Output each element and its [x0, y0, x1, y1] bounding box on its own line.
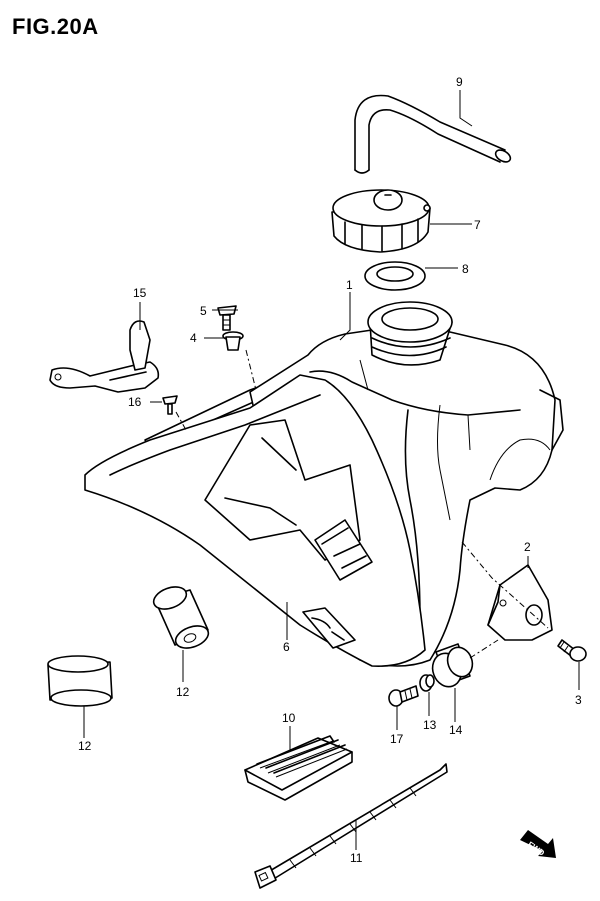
callout-12b: 12 [78, 739, 92, 753]
callout-4: 4 [190, 331, 197, 345]
callout-6: 6 [283, 640, 290, 654]
damper-rubber-a[interactable] [151, 583, 212, 652]
mounting-strap[interactable] [49, 320, 160, 393]
callout-15: 13 [423, 718, 437, 732]
cushion-strip[interactable] [244, 735, 353, 801]
callout-16: 14 [449, 723, 463, 737]
rubber-cushion[interactable] [428, 643, 476, 691]
forward-arrow-icon: FWD [520, 830, 556, 858]
callout-2: 2 [524, 540, 531, 554]
callout-5: 5 [200, 304, 207, 318]
breather-hose[interactable] [354, 94, 512, 174]
callout-3: 3 [575, 693, 582, 707]
fuel-cap[interactable] [331, 189, 431, 253]
callout-labels: 9 7 8 1 2 3 5 4 15 16 6 12 12 10 11 13 1… [78, 75, 582, 865]
callout-7: 7 [474, 218, 481, 232]
bolt-3[interactable] [557, 639, 587, 662]
callout-1: 1 [346, 278, 353, 292]
bolt-17[interactable] [388, 685, 419, 707]
callout-17: 17 [390, 732, 404, 746]
callout-10: 10 [282, 711, 296, 725]
callout-8: 8 [462, 262, 469, 276]
callout-12a: 12 [176, 685, 190, 699]
collar-4[interactable] [222, 331, 244, 351]
leader-lines [83, 90, 580, 850]
cable-tie[interactable] [254, 763, 448, 889]
damper-rubber-b[interactable] [47, 655, 113, 707]
callout-9: 9 [456, 75, 463, 89]
callout-11: 11 [350, 851, 363, 865]
collar[interactable] [419, 674, 435, 692]
callout-13: 15 [133, 286, 147, 300]
figure-title: FIG.20A [12, 14, 99, 39]
cap-gasket[interactable] [364, 261, 426, 291]
screw-14[interactable] [162, 395, 178, 415]
callout-14: 16 [128, 395, 142, 409]
tank-shroud-emblem[interactable] [84, 374, 426, 667]
